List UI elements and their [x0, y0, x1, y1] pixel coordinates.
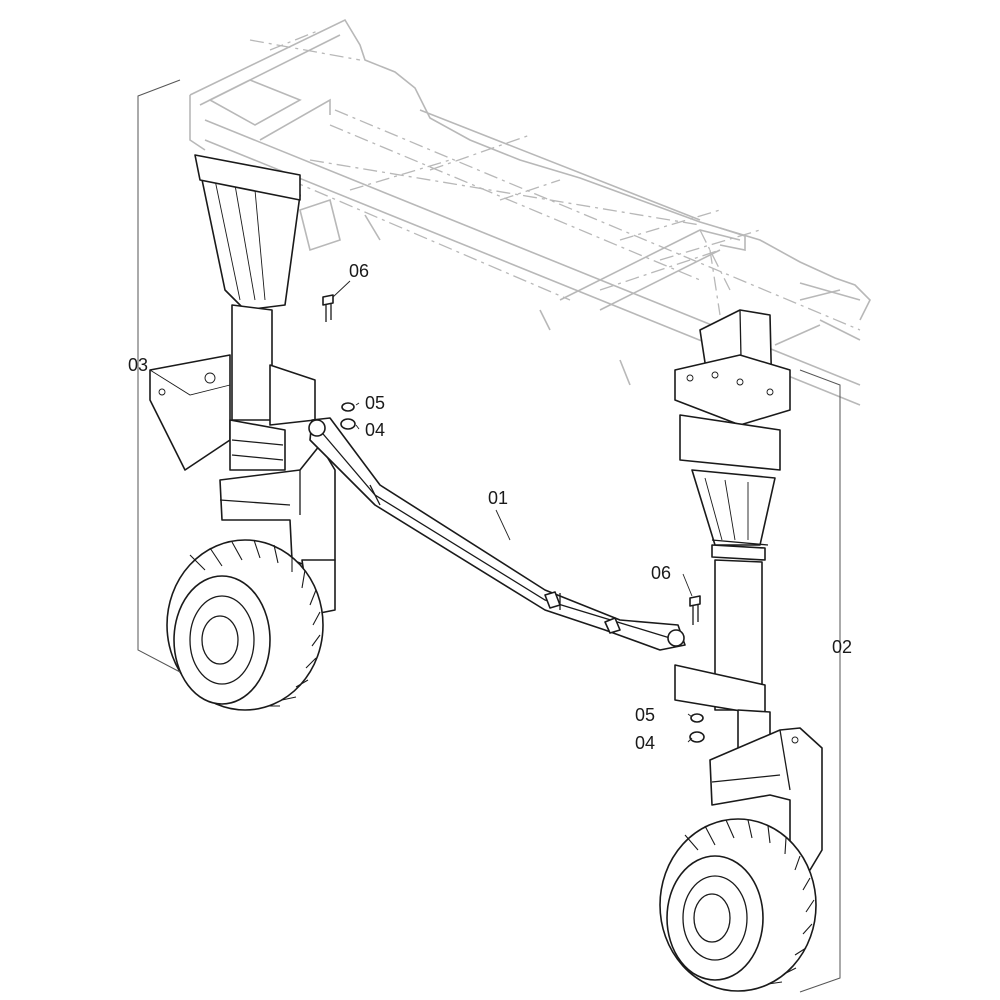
right-leg-assembly — [674, 309, 823, 871]
callout-04-right: 04 — [635, 733, 656, 753]
left-leg-assembly — [149, 154, 336, 616]
callout-06-right: 06 — [651, 563, 672, 583]
callout-06-left: 06 — [349, 261, 370, 281]
callout-05-left: 05 — [365, 393, 386, 413]
leader-lines — [137, 79, 841, 993]
fasteners — [322, 294, 705, 743]
axle-tie-rod — [308, 417, 686, 651]
right-wheel — [659, 818, 817, 992]
callout-03: 03 — [128, 355, 149, 375]
upper-frame — [189, 18, 871, 406]
callout-01: 01 — [488, 488, 509, 508]
callout-04-left: 04 — [365, 420, 386, 440]
callout-02: 02 — [832, 637, 853, 657]
callout-05-right: 05 — [635, 705, 656, 725]
left-wheel — [166, 539, 324, 711]
